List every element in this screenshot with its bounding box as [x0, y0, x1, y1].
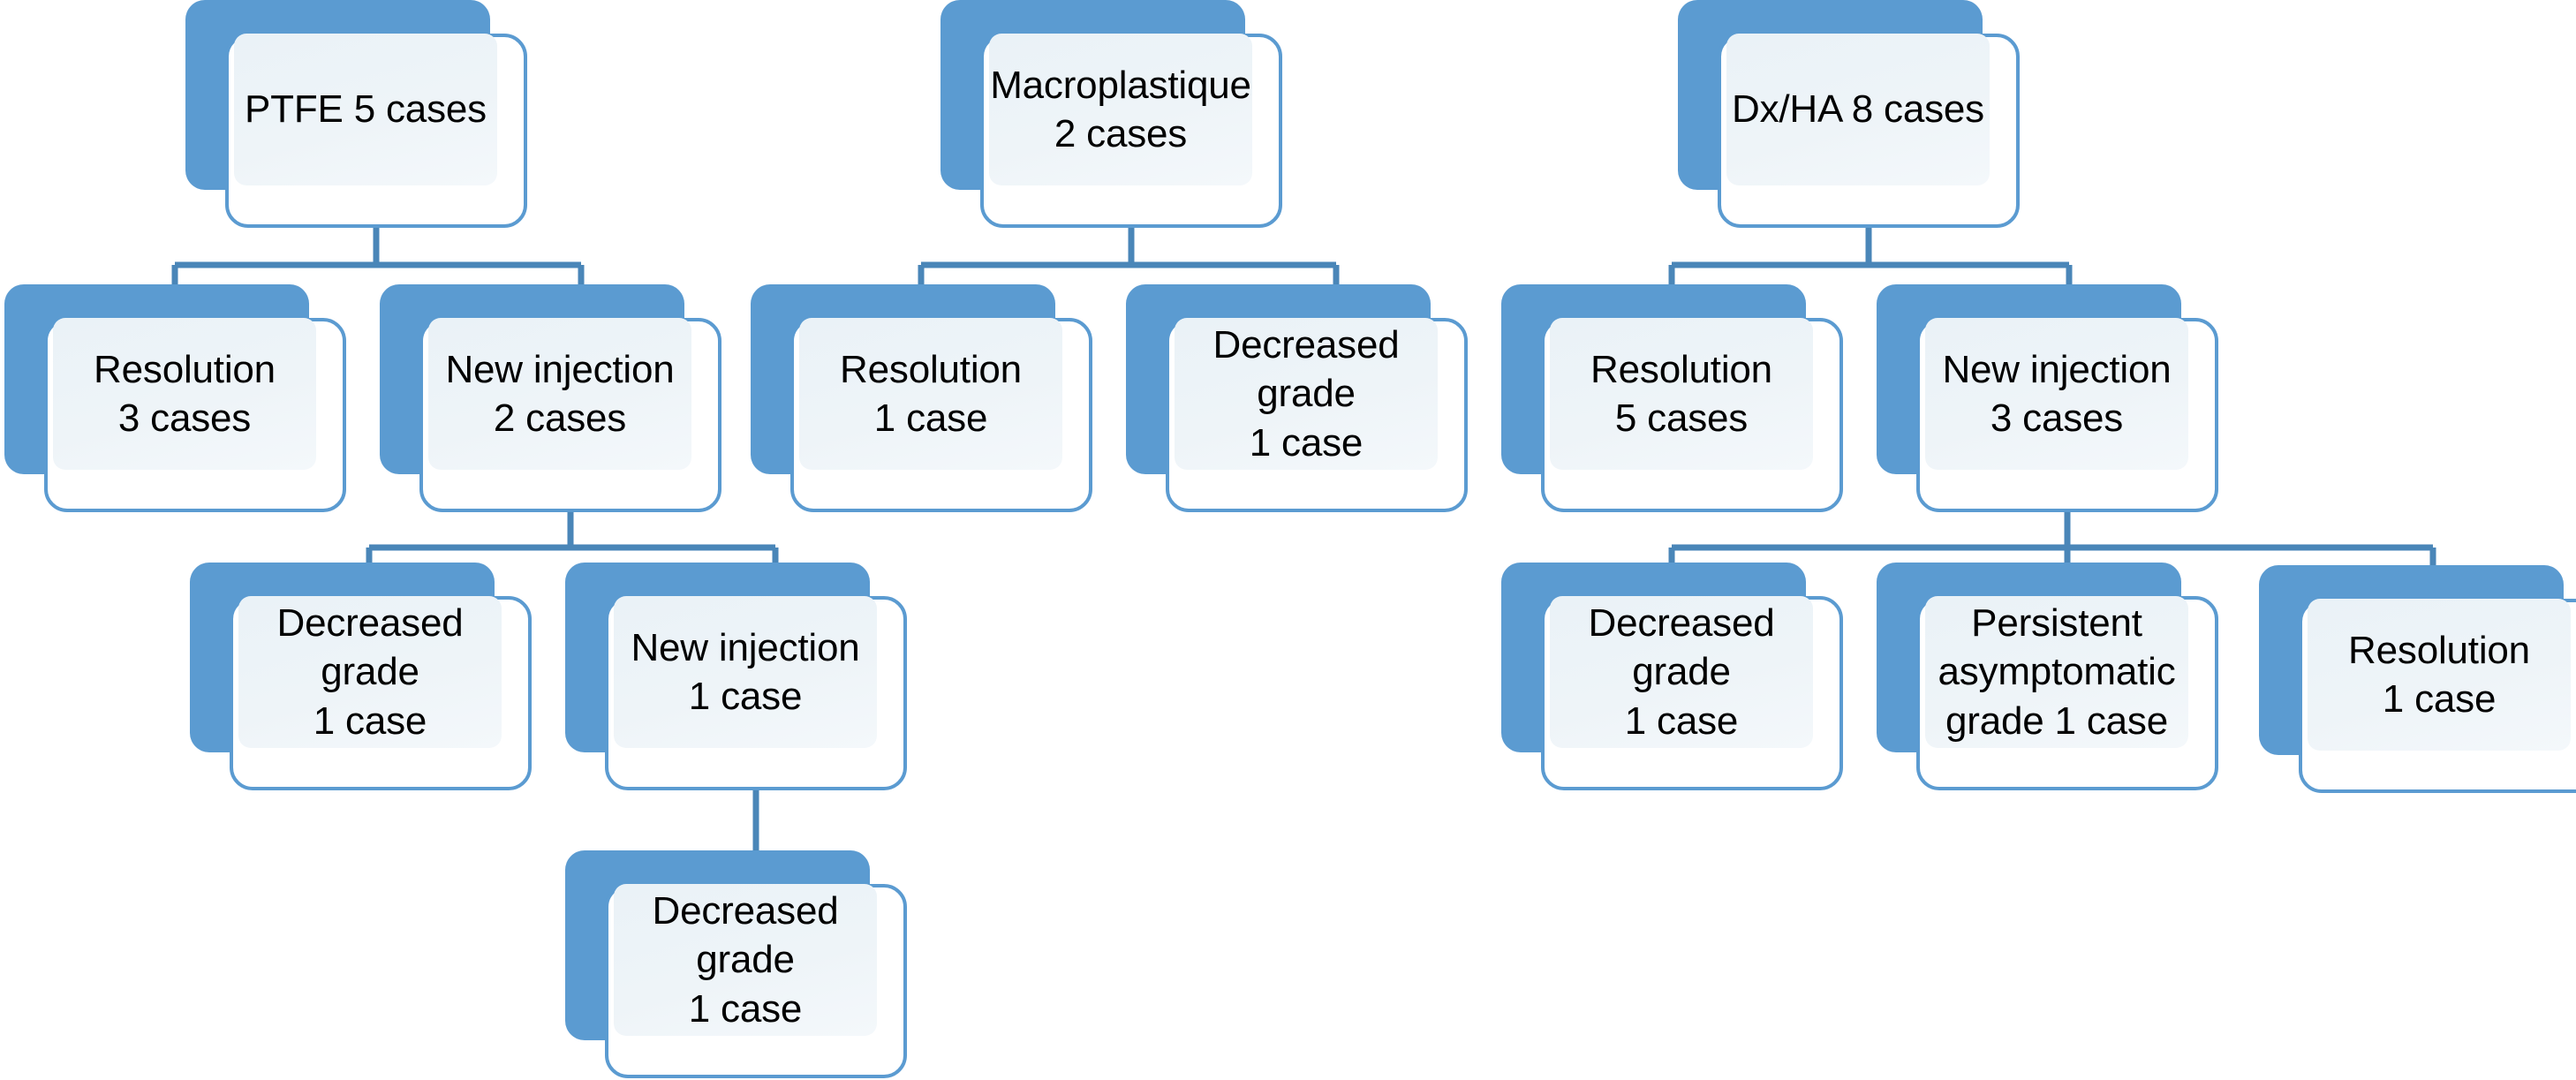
- node-dxha-new-injection[interactable]: New injection 3 cases: [1877, 284, 2218, 512]
- node-label: Resolution 3 cases: [94, 347, 276, 440]
- node-panel: Macroplastique 2 cases: [989, 34, 1252, 185]
- node-ptfe-resolution[interactable]: Resolution 3 cases: [4, 284, 346, 512]
- node-label: Macroplastique 2 cases: [990, 63, 1251, 155]
- node-ptfe-new-injection[interactable]: New injection 2 cases: [380, 284, 721, 512]
- node-label: Persistent asymptomatic grade 1 case: [1938, 600, 2176, 743]
- node-label: Resolution 1 case: [840, 347, 1022, 440]
- node-label: Decreased grade 1 case: [1212, 322, 1400, 464]
- node-panel: New injection 2 cases: [428, 318, 691, 470]
- node-ptfe-new-injection-second[interactable]: New injection 1 case: [565, 563, 907, 790]
- node-dxha-persistent-asymptomatic[interactable]: Persistent asymptomatic grade 1 case: [1877, 563, 2218, 790]
- node-label: New injection 1 case: [631, 625, 860, 718]
- node-dxha-root[interactable]: Dx/HA 8 cases: [1678, 0, 2020, 228]
- node-label: New injection 3 cases: [1942, 347, 2172, 440]
- node-label: Dx/HA 8 cases: [1732, 87, 1984, 132]
- node-label: Resolution 1 case: [2348, 628, 2530, 721]
- node-label: Decreased grade 1 case: [652, 888, 839, 1031]
- node-dxha-resolution[interactable]: Resolution 5 cases: [1501, 284, 1843, 512]
- node-dxha-decreased-grade[interactable]: Decreased grade 1 case: [1501, 563, 1843, 790]
- node-panel: Decreased grade 1 case: [1175, 318, 1438, 470]
- node-dxha-resolution-final[interactable]: Resolution 1 case: [2259, 565, 2576, 793]
- node-panel: Resolution 1 case: [2308, 599, 2571, 751]
- node-macroplastique-root[interactable]: Macroplastique 2 cases: [941, 0, 1282, 228]
- node-ptfe-root[interactable]: PTFE 5 cases: [185, 0, 527, 228]
- node-panel: Persistent asymptomatic grade 1 case: [1925, 596, 2188, 748]
- node-macroplastique-decreased-grade[interactable]: Decreased grade 1 case: [1126, 284, 1468, 512]
- node-label: New injection 2 cases: [445, 347, 675, 440]
- node-panel: Dx/HA 8 cases: [1726, 34, 1990, 185]
- node-panel: PTFE 5 cases: [234, 34, 497, 185]
- node-panel: Decreased grade 1 case: [614, 884, 877, 1036]
- node-macroplastique-resolution[interactable]: Resolution 1 case: [751, 284, 1092, 512]
- node-panel: New injection 1 case: [614, 596, 877, 748]
- node-panel: Resolution 5 cases: [1550, 318, 1813, 470]
- node-label: Decreased grade 1 case: [276, 600, 464, 743]
- node-ptfe-decreased-grade[interactable]: Decreased grade 1 case: [190, 563, 532, 790]
- node-panel: Resolution 3 cases: [53, 318, 316, 470]
- node-label: Resolution 5 cases: [1590, 347, 1772, 440]
- node-panel: Decreased grade 1 case: [238, 596, 502, 748]
- node-panel: Resolution 1 case: [799, 318, 1062, 470]
- node-ptfe-decreased-grade-final[interactable]: Decreased grade 1 case: [565, 850, 907, 1078]
- node-panel: Decreased grade 1 case: [1550, 596, 1813, 748]
- node-label: Decreased grade 1 case: [1588, 600, 1775, 743]
- node-panel: New injection 3 cases: [1925, 318, 2188, 470]
- node-label: PTFE 5 cases: [245, 87, 487, 132]
